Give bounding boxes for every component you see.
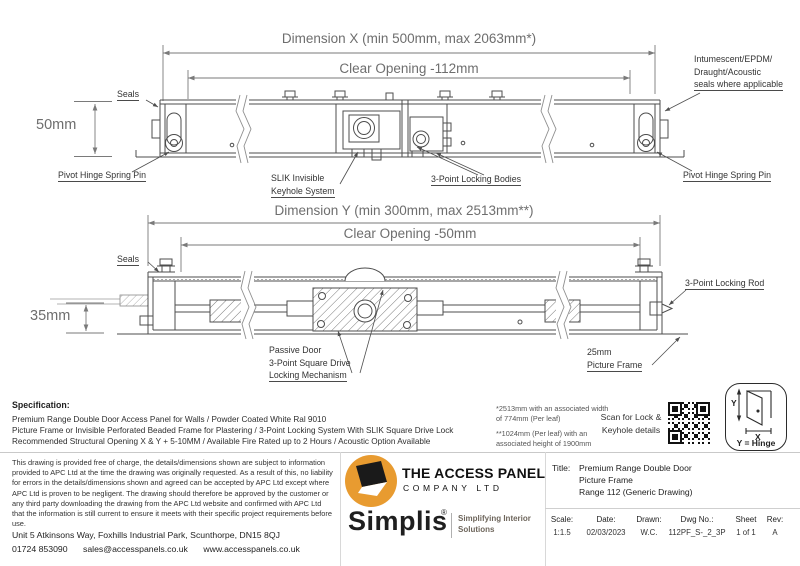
titleblock-dwg-no: Dwg No.:112PF_S-_2_3P [668, 515, 726, 537]
hinge-key-y: Y [731, 398, 737, 408]
bottom-drawing-break-lines [240, 270, 572, 340]
qr-code [666, 400, 712, 446]
locking-bodies-label: 3-Point Locking Bodies [431, 174, 521, 186]
locking-rod-label: 3-Point Locking Rod [685, 278, 765, 290]
specification-line: Recommended Structural Opening X & Y + 5… [12, 437, 431, 446]
clear-opening-y-label: Clear Opening -50mm [343, 226, 477, 241]
website-url: www.accesspanels.co.uk [203, 543, 300, 554]
brand-tagline: Simplifying Interior Solutions [458, 514, 531, 534]
scan-caption: Scan for Lock & Keyhole details [600, 412, 662, 435]
passive-door-label: Passive Door 3-Point Square Drive Lockin… [269, 345, 351, 383]
top-drawing-bolts [282, 90, 505, 101]
specification-heading: Specification: [12, 400, 70, 410]
specification-block: Specification: Premium Range Double Door… [12, 400, 494, 447]
seals-label-top: Seals [117, 89, 140, 101]
dimension-y-label: Dimension Y (min 300mm, max 2513mm**) [274, 203, 534, 218]
bottom-drawing-panel [117, 258, 688, 335]
title-label: Title: [552, 463, 571, 473]
top-drawing-lock-bodies [342, 110, 452, 161]
depth-35mm-label: 35mm [30, 308, 71, 324]
disclaimer-text: This drawing is provided free of charge,… [12, 458, 333, 529]
company-name: THE ACCESS PANEL [402, 465, 546, 481]
drawing-title: Premium Range Double Door Picture Frame … [579, 463, 693, 497]
brand-divider [451, 513, 452, 538]
top-drawing-leader-lines [131, 92, 701, 185]
company-subname: COMPANY LTD [403, 483, 503, 493]
footnote-width: *2513mm with an associated width of 774m… [496, 404, 609, 423]
titleblock-drawn: Drawn:W.C. [636, 515, 662, 537]
intumescent-seals-label: Intumescent/EPDM/ Draught/Acoustic seals… [694, 54, 783, 92]
top-drawing-break-lines [235, 94, 557, 164]
titleblock-rev: Rev:A [766, 515, 784, 537]
top-drawing-dimension-lines [74, 45, 656, 157]
panel-section-drawings [50, 45, 701, 374]
brand-name: Simplis [348, 506, 448, 536]
dimension-x-label: Dimension X (min 500mm, max 2063mm*) [281, 31, 537, 46]
footer-vertical-divider-2 [545, 452, 546, 566]
clear-opening-x-label: Clear Opening -112mm [339, 61, 479, 76]
address-block: Unit 5 Atkinsons Way, Foxhills Industria… [12, 529, 313, 556]
bottom-drawing-leader-lines [147, 261, 687, 374]
pivot-hinge-right-label: Pivot Hinge Spring Pin [683, 170, 772, 182]
picture-frame-label: 25mm Picture Frame [587, 347, 643, 372]
footnote-height: **1024mm (Per leaf) with an associated h… [496, 429, 592, 448]
bottom-drawing-wall [50, 294, 149, 307]
company-logo-icon [345, 455, 397, 507]
footer-divider [0, 452, 800, 453]
address-line: Unit 5 Atkinsons Way, Foxhills Industria… [12, 530, 280, 540]
depth-50mm-label: 50mm [36, 117, 77, 133]
hinge-orientation-key: Y X Y = Hinge [725, 383, 787, 451]
specification-line: Picture Frame or Invisible Perforated Be… [12, 426, 454, 435]
specification-line: Premium Range Double Door Access Panel f… [12, 415, 327, 424]
footer-vertical-divider-1 [340, 452, 341, 566]
titleblock-divider [545, 508, 800, 509]
top-drawing-panel [135, 90, 685, 161]
door-icon [736, 388, 772, 434]
registered-mark: ® [441, 508, 447, 517]
bottom-drawing-lock-mechanism [286, 287, 444, 332]
bottom-drawing-dimension-lines [66, 215, 661, 334]
hinge-key-caption: Y = Hinge [736, 438, 776, 448]
titleblock-scale: Scale:1:1.5 [550, 515, 574, 537]
hinge-key-x: X [755, 432, 761, 442]
slik-keyhole-label: SLIK Invisible Keyhole System [271, 173, 335, 198]
seals-label-bottom: Seals [117, 254, 140, 266]
titleblock-date: Date:02/03/2023 [586, 515, 626, 537]
phone-number: 01724 853090 [12, 543, 68, 554]
pivot-hinge-left-label: Pivot Hinge Spring Pin [58, 170, 147, 182]
email-address: sales@accesspanels.co.uk [82, 543, 188, 554]
